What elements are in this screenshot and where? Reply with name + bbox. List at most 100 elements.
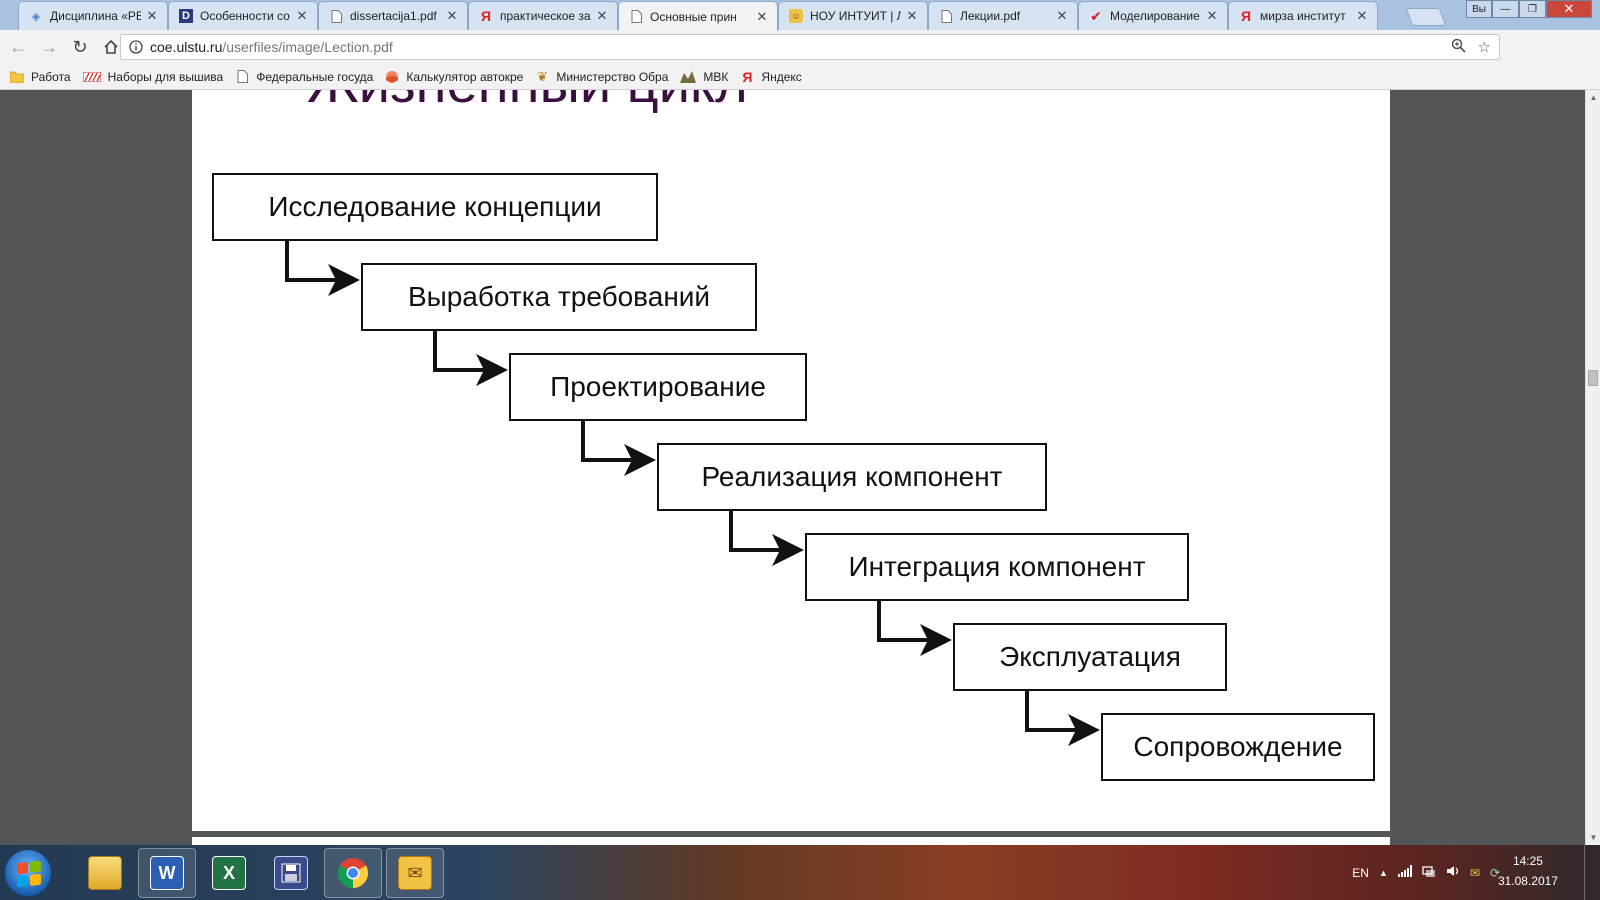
folder-icon — [88, 856, 122, 890]
stage-box: Исследование концепции — [212, 173, 658, 241]
back-button[interactable]: ← — [9, 36, 27, 57]
clock-time: 14:25 — [1512, 854, 1543, 868]
bookmark-item[interactable]: Работа — [10, 70, 71, 84]
tab-7[interactable]: Лекции.pdf ✕ — [928, 1, 1078, 30]
system-clock[interactable]: 14:25 31.08.2017 — [1498, 851, 1558, 891]
taskbar-save-app[interactable] — [262, 848, 320, 898]
bookmark-item[interactable]: ❦ Министерство Обра — [535, 69, 669, 84]
taskbar: W X ✉ EN ▲ ✉ — [0, 845, 1600, 900]
tab-3[interactable]: dissertacija1.pdf ✕ — [318, 1, 468, 30]
taskbar-excel[interactable]: X — [200, 848, 258, 898]
word-icon: W — [150, 856, 184, 890]
bookmark-label: МВК — [703, 69, 729, 84]
tab-6[interactable]: ☺ НОУ ИНТУИТ | Ле ✕ — [778, 1, 928, 30]
pdf-page: Жизненный цикл Исследование концепции Вы… — [192, 90, 1390, 831]
stage-box: Интеграция компонент — [805, 533, 1189, 601]
stage-box: Проектирование — [509, 353, 807, 421]
start-button[interactable] — [4, 849, 52, 897]
sync-icon[interactable]: ⟳ — [1489, 865, 1500, 880]
tab-label: мирза институт — [1260, 9, 1346, 23]
bookmark-item[interactable]: Калькулятор автокре — [385, 70, 523, 84]
info-icon[interactable] — [126, 37, 146, 57]
scroll-up-icon[interactable]: ▲ — [1589, 93, 1598, 102]
close-icon[interactable]: ✕ — [1356, 8, 1368, 23]
intuit-icon: ☺ — [789, 9, 803, 23]
bookmark-label: Наборы для вышива — [107, 69, 224, 84]
home-button[interactable] — [98, 34, 124, 60]
close-icon[interactable]: ✕ — [756, 8, 768, 24]
slide-title: Жизненный цикл — [307, 90, 748, 115]
stage-box: Выработка требований — [361, 263, 757, 331]
language-indicator[interactable]: EN — [1352, 865, 1369, 880]
document-icon — [329, 9, 343, 23]
taskbar-mail-agent[interactable]: ✉ — [386, 848, 444, 898]
vertical-scrollbar[interactable]: ▲ ▼ — [1585, 90, 1600, 845]
url-host: coe.ulstu.ru — [150, 39, 223, 55]
close-icon[interactable]: ✕ — [1206, 8, 1218, 23]
checkmark-icon: ✔ — [1090, 7, 1102, 24]
zoom-icon[interactable] — [1451, 38, 1466, 57]
forward-button[interactable]: → — [40, 36, 58, 57]
d-logo-icon: D — [179, 9, 193, 23]
tab-2[interactable]: D Особенности со ✕ — [168, 1, 318, 30]
tab-label: Лекции.pdf — [960, 9, 1021, 23]
tab-label: Основные прин — [650, 9, 737, 24]
address-bar[interactable]: coe.ulstu.ru/userfiles/image/Lection.pdf… — [120, 34, 1500, 60]
reload-button[interactable]: ↻ — [72, 36, 88, 57]
stage-box: Сопровождение — [1101, 713, 1375, 781]
minimize-button[interactable]: — — [1492, 0, 1519, 18]
document-icon — [235, 70, 249, 84]
bookmark-item[interactable]: Я Яндекс — [740, 69, 802, 85]
bookmark-item[interactable]: МВК — [680, 70, 728, 84]
stage-box: Эксплуатация — [953, 623, 1227, 691]
tab-4[interactable]: Я практическое за ✕ — [468, 1, 618, 30]
network-icon[interactable] — [1422, 864, 1436, 881]
tab-1[interactable]: ◈ Дисциплина «РЕ ✕ — [18, 1, 168, 30]
new-tab-button[interactable] — [1405, 8, 1447, 26]
taskbar-word[interactable]: W — [138, 848, 196, 898]
close-window-button[interactable]: ✕ — [1546, 0, 1592, 18]
close-icon[interactable]: ✕ — [1056, 8, 1068, 23]
volume-icon[interactable] — [1446, 864, 1460, 881]
taskbar-chrome[interactable] — [324, 848, 382, 898]
mail-notify-icon[interactable]: ✉ — [1469, 865, 1480, 880]
scroll-down-icon[interactable]: ▼ — [1589, 833, 1598, 842]
bookmark-label: Министерство Обра — [556, 69, 669, 84]
tab-8[interactable]: ✔ Моделирование ✕ — [1078, 1, 1228, 30]
taskbar-explorer[interactable] — [76, 848, 134, 898]
show-hidden-icons-icon[interactable]: ▲ — [1378, 867, 1388, 878]
tab-5-active[interactable]: Основные прин ✕ — [618, 1, 778, 31]
close-icon[interactable]: ✕ — [146, 8, 158, 23]
bookmark-label: Яндекс — [761, 69, 802, 84]
close-icon[interactable]: ✕ — [596, 8, 608, 23]
close-icon[interactable]: ✕ — [906, 8, 918, 23]
bookmark-label: Федеральные госуда — [256, 69, 374, 84]
floppy-disk-icon — [274, 856, 308, 890]
show-desktop-button[interactable] — [1584, 845, 1600, 900]
signal-icon[interactable] — [1397, 865, 1412, 880]
compass-icon: ◈ — [31, 10, 41, 23]
stage-arrows — [285, 238, 1100, 746]
close-icon[interactable]: ✕ — [296, 8, 308, 23]
windows-logo-icon — [17, 860, 41, 888]
clock-date: 31.08.2017 — [1497, 874, 1558, 888]
pdf-viewer[interactable]: Жизненный цикл Исследование концепции Вы… — [0, 90, 1585, 845]
tab-label: практическое за — [500, 9, 591, 23]
arrow-connector — [1025, 688, 1100, 746]
bookmark-label: Калькулятор автокре — [406, 69, 524, 84]
bookmarks-bar: Работа Наборы для вышива Федеральные гос… — [0, 64, 1600, 90]
arrow-connector — [729, 508, 804, 566]
browser-toolbar: ← → ↻ coe.ulstu.ru/userfiles/image/Lecti… — [0, 30, 1600, 85]
bookmark-star-icon[interactable]: ☆ — [1477, 39, 1491, 56]
tab-9[interactable]: Я мирза институт ✕ — [1228, 1, 1378, 30]
close-icon[interactable]: ✕ — [446, 8, 458, 23]
bookmark-item[interactable]: Наборы для вышива — [82, 69, 224, 84]
maximize-button[interactable]: ❐ — [1519, 0, 1546, 18]
bookmark-item[interactable]: Федеральные госуда — [235, 70, 373, 84]
arrow-connector — [581, 418, 656, 476]
tab-label: Особенности со — [200, 9, 290, 23]
arrow-connector — [433, 328, 508, 386]
user-profile-button[interactable]: Вы — [1466, 0, 1492, 18]
tab-label: dissertacija1.pdf — [350, 9, 437, 23]
scroll-thumb[interactable] — [1588, 370, 1598, 386]
